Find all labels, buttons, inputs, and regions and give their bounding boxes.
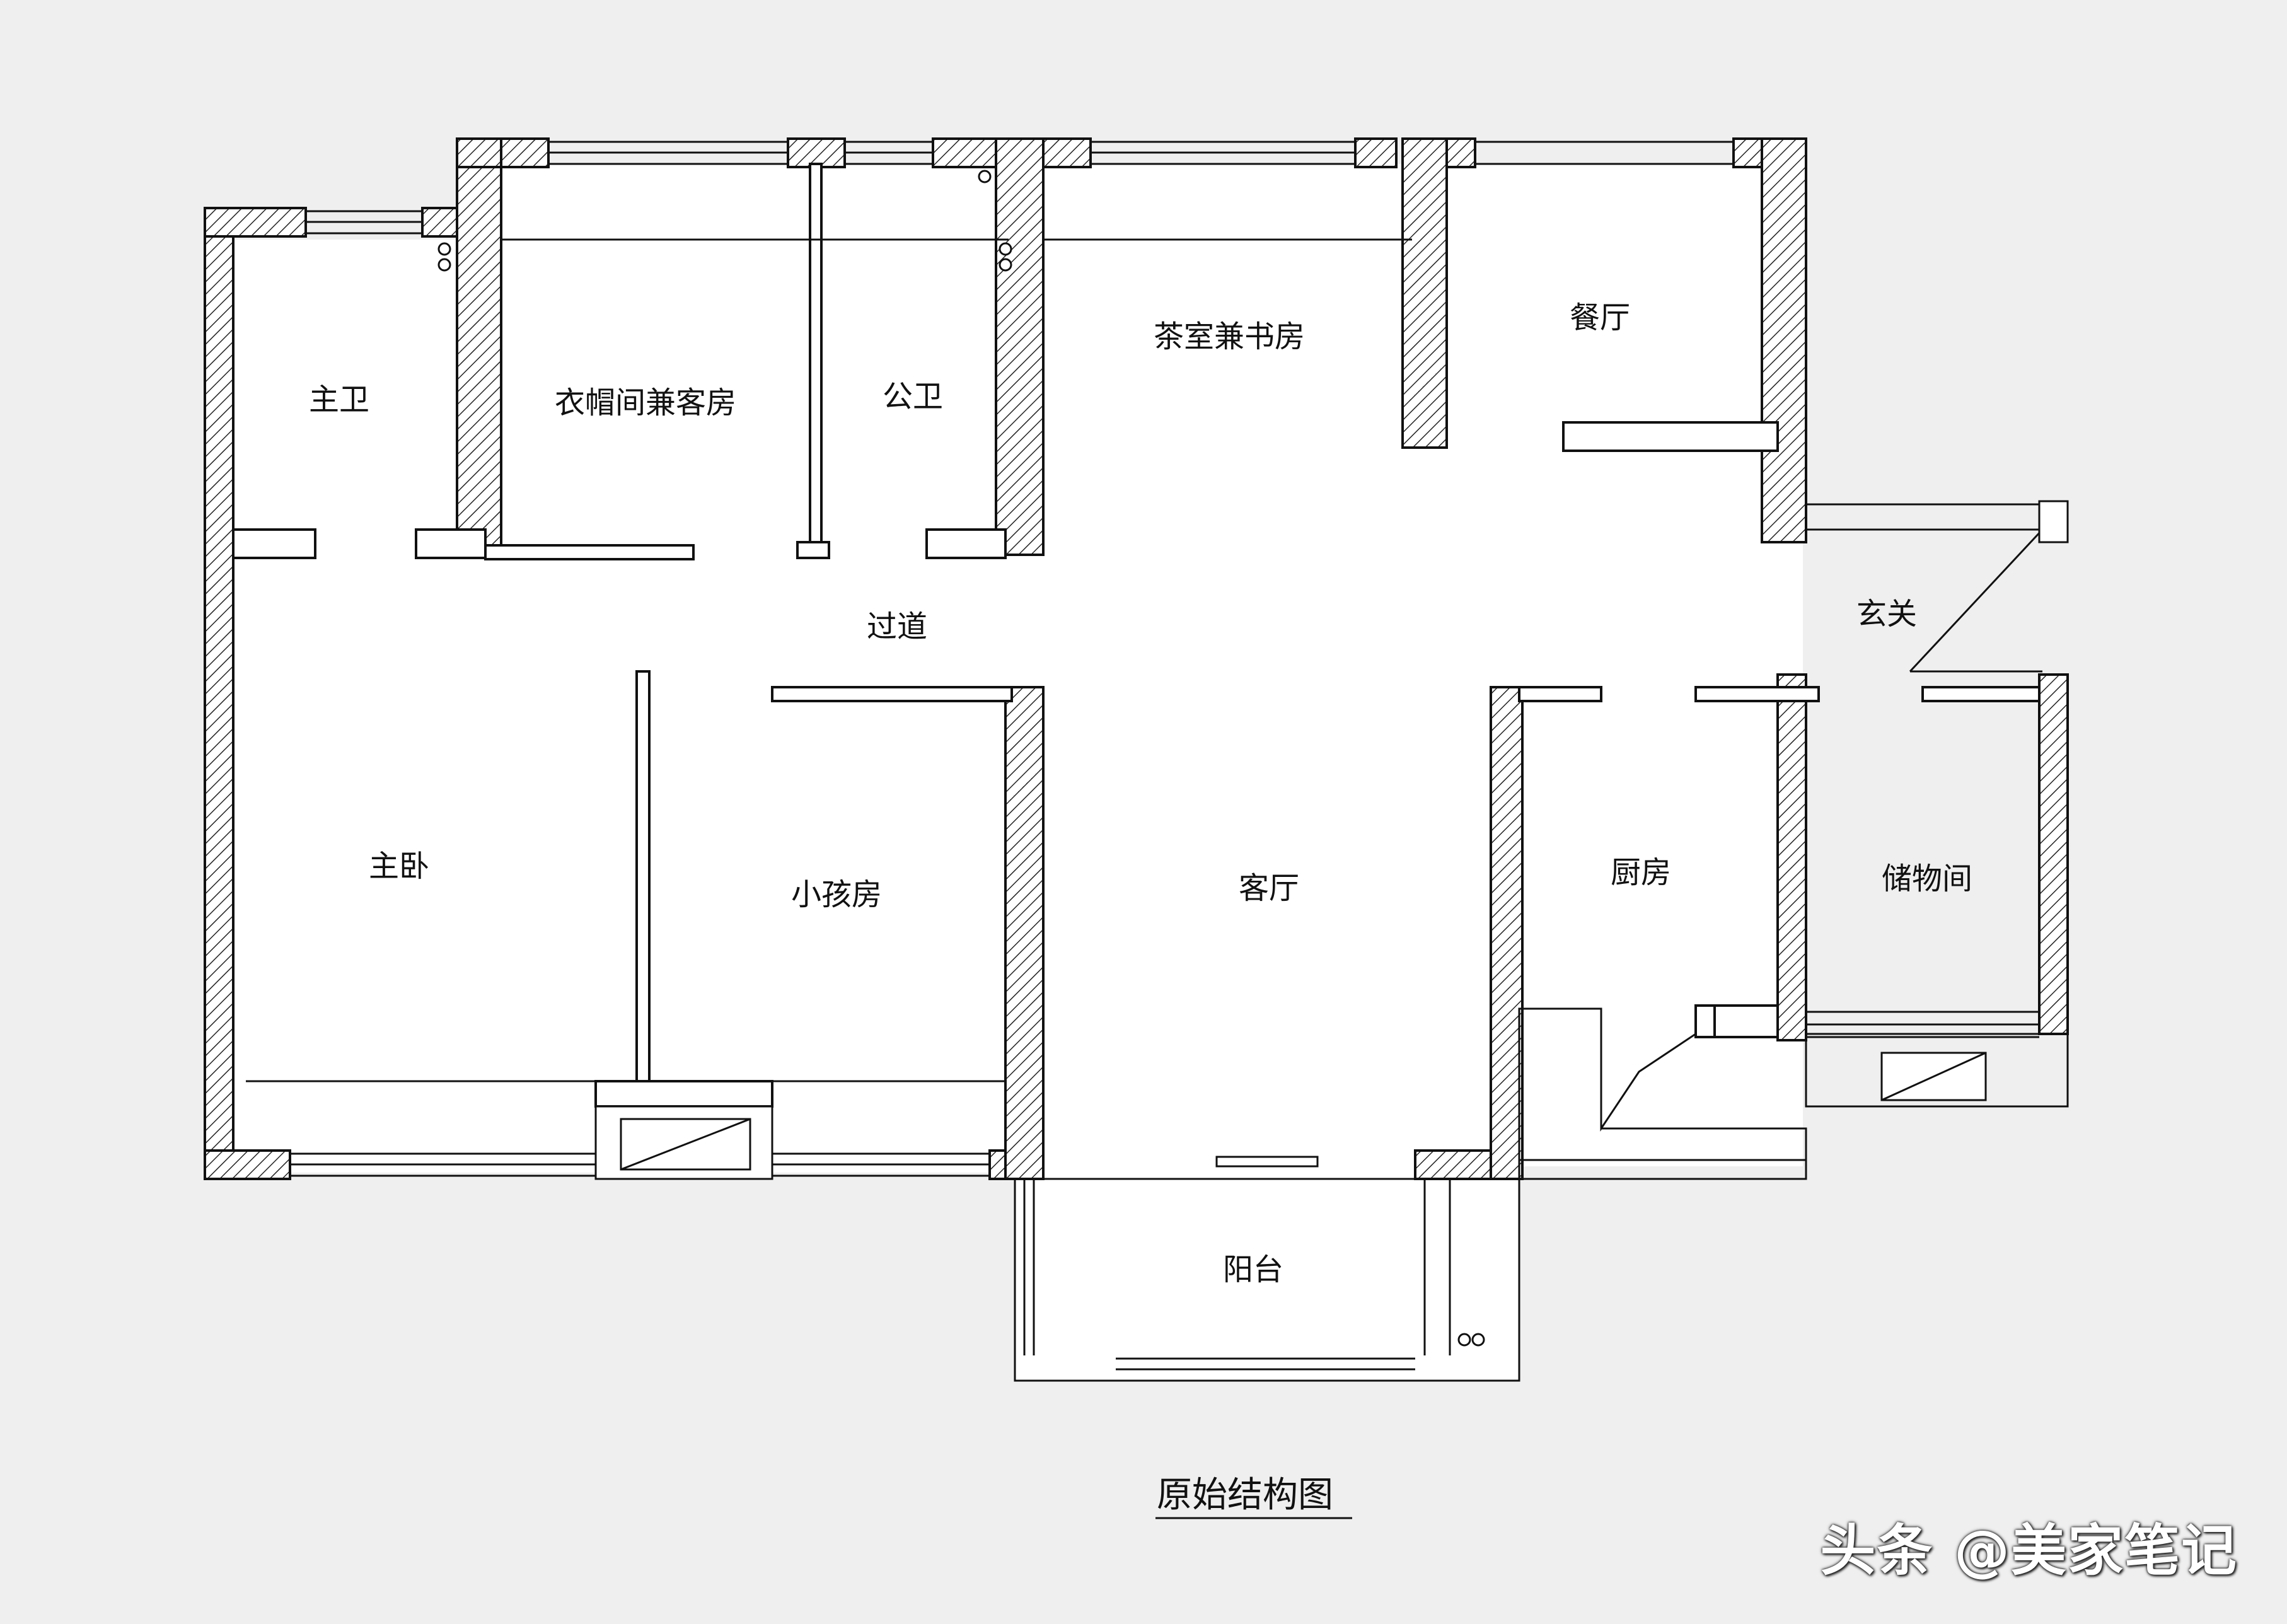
outlines bbox=[246, 238, 2069, 1382]
label-foyer: 玄关 bbox=[1856, 596, 1917, 632]
label-cloakroom-guest: 衣帽间兼客房 bbox=[555, 385, 736, 420]
label-master-bath: 主卫 bbox=[309, 382, 369, 417]
label-public-bath: 公卫 bbox=[883, 379, 943, 414]
label-kids-room: 小孩房 bbox=[791, 877, 882, 912]
floor-area bbox=[233, 164, 1803, 1381]
exterior-walls bbox=[204, 137, 2069, 1180]
caption-group: 原始结构图 bbox=[1155, 1475, 1352, 1519]
shafts bbox=[594, 1052, 1987, 1180]
window-top-1 bbox=[548, 141, 788, 165]
room-labels: 主卫 衣帽间兼客房 公卫 茶室兼书房 餐厅 过道 玄关 主卧 小孩房 客厅 厨房… bbox=[309, 300, 1972, 1287]
label-storage: 储物间 bbox=[1882, 861, 1972, 896]
window-storage-bottom bbox=[1806, 1011, 2039, 1038]
window-foyer bbox=[1806, 503, 2042, 531]
window-bottom-left bbox=[290, 1152, 596, 1177]
window-top-4 bbox=[1475, 141, 1734, 165]
label-kitchen: 厨房 bbox=[1611, 855, 1671, 890]
label-master-bedroom: 主卧 bbox=[369, 849, 429, 884]
window-top-3 bbox=[1091, 141, 1355, 165]
window-bottom-mid bbox=[772, 1152, 990, 1177]
diagram-caption: 原始结构图 bbox=[1157, 1475, 1333, 1516]
watermark-text: 头条 @美家笔记 bbox=[1820, 1518, 2238, 1583]
label-living-room: 客厅 bbox=[1239, 871, 1299, 906]
label-dining: 餐厅 bbox=[1570, 300, 1630, 335]
interior-walls bbox=[232, 163, 2041, 1108]
pipes bbox=[437, 170, 1485, 1347]
windows bbox=[290, 141, 2042, 1382]
label-corridor: 过道 bbox=[867, 609, 927, 644]
window-master-bath bbox=[306, 210, 422, 235]
label-balcony: 阳台 bbox=[1223, 1252, 1283, 1287]
label-tea-study: 茶室兼书房 bbox=[1154, 319, 1305, 354]
window-top-2 bbox=[845, 141, 933, 165]
